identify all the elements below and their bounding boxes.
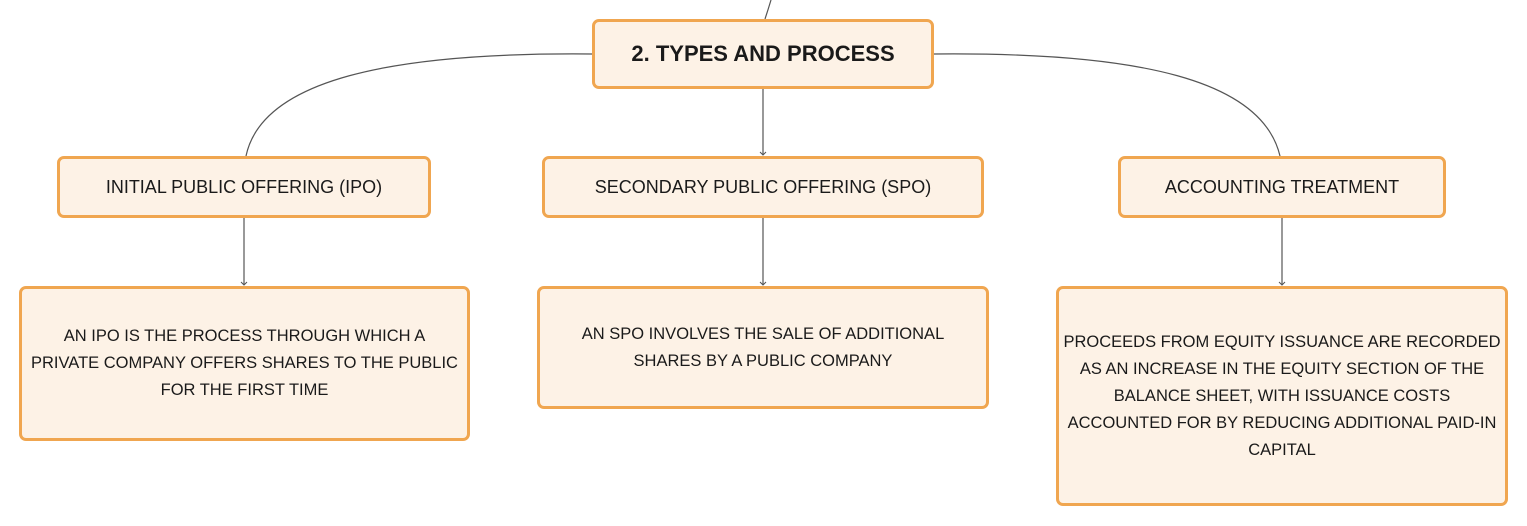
connector-root-to-accounting (933, 53, 1281, 157)
description-node-spo[interactable]: AN SPO INVOLVES THE SALE OF ADDITIONAL S… (537, 286, 989, 409)
category-node-spo[interactable]: SECONDARY PUBLIC OFFERING (SPO) (542, 156, 984, 218)
description-node-accounting-treatment[interactable]: PROCEEDS FROM EQUITY ISSUANCE ARE RECORD… (1056, 286, 1508, 506)
description-node-ipo-text: AN IPO IS THE PROCESS THROUGH WHICH A PR… (31, 327, 458, 399)
description-node-spo-text: AN SPO INVOLVES THE SALE OF ADDITIONAL S… (581, 324, 945, 370)
description-node-ipo[interactable]: AN IPO IS THE PROCESS THROUGH WHICH A PR… (19, 286, 470, 441)
root-node-label: 2. TYPES AND PROCESS (631, 41, 895, 66)
category-node-accounting-treatment[interactable]: ACCOUNTING TREATMENT (1118, 156, 1446, 218)
connector-parent-to-root (764, 0, 772, 20)
category-node-ipo[interactable]: INITIAL PUBLIC OFFERING (IPO) (57, 156, 431, 218)
category-node-ipo-label: INITIAL PUBLIC OFFERING (IPO) (105, 176, 383, 197)
connector-root-to-ipo (245, 53, 593, 157)
root-node[interactable]: 2. TYPES AND PROCESS (592, 19, 934, 89)
description-node-accounting-treatment-text: PROCEEDS FROM EQUITY ISSUANCE ARE RECORD… (1063, 332, 1501, 459)
category-node-spo-label: SECONDARY PUBLIC OFFERING (SPO) (594, 176, 932, 197)
category-node-accounting-treatment-label: ACCOUNTING TREATMENT (1164, 176, 1400, 197)
